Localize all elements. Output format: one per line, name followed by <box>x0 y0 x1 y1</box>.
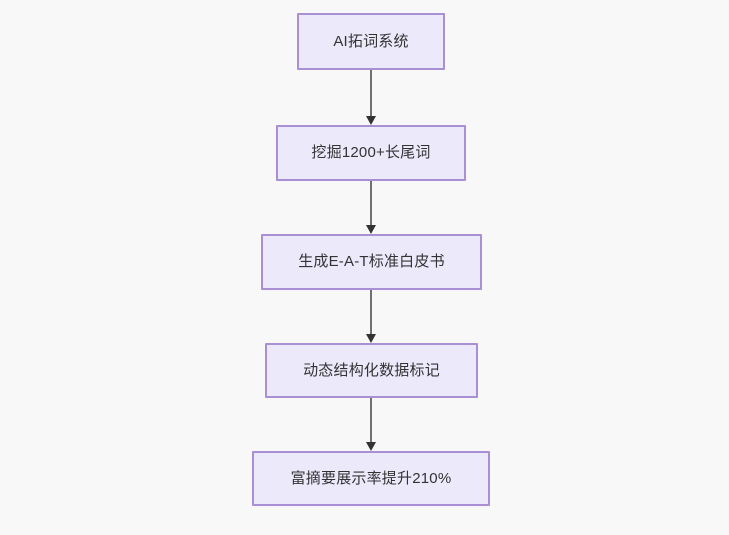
connector-line <box>370 70 372 117</box>
flow-node-generate-eat-whitepaper[interactable]: 生成E-A-T标准白皮书 <box>261 234 482 290</box>
flow-connector-2 <box>365 181 377 234</box>
flow-connector-3 <box>365 290 377 343</box>
flow-node-label: 生成E-A-T标准白皮书 <box>298 253 445 270</box>
flow-node-mine-longtail-keywords[interactable]: 挖掘1200+长尾词 <box>276 125 466 181</box>
flow-node-label: 富摘要展示率提升210% <box>290 469 452 487</box>
arrowhead-icon <box>366 225 376 234</box>
flow-node-rich-snippet-impression-lift[interactable]: 富摘要展示率提升210% <box>252 451 490 506</box>
flow-connector-4 <box>365 398 377 451</box>
flow-node-label: 动态结构化数据标记 <box>303 361 440 379</box>
connector-line <box>370 181 372 226</box>
arrowhead-icon <box>366 116 376 125</box>
flow-node-dynamic-structured-data-markup[interactable]: 动态结构化数据标记 <box>265 343 478 398</box>
arrowhead-icon <box>366 442 376 451</box>
flow-connector-1 <box>365 70 377 125</box>
arrowhead-icon <box>366 334 376 343</box>
flow-node-ai-keyword-system[interactable]: AI拓词系统 <box>297 13 445 70</box>
flow-node-label: AI拓词系统 <box>333 32 409 50</box>
connector-line <box>370 398 372 443</box>
flow-node-label: 挖掘1200+长尾词 <box>311 144 431 161</box>
connector-line <box>370 290 372 335</box>
